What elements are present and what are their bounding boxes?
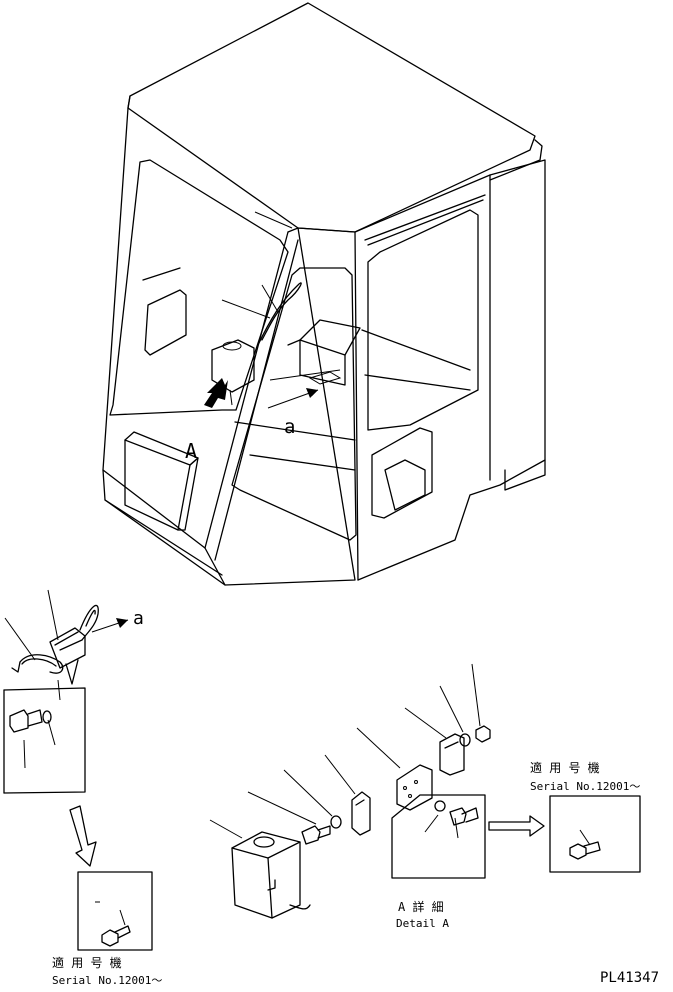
hose-clamp-detail	[4, 589, 99, 701]
arrow-a-main-icon	[267, 388, 319, 409]
arrow-a-detail-icon	[91, 618, 129, 633]
view-arrow-a-icon	[204, 378, 228, 408]
plate-number: PL41347	[600, 970, 659, 986]
arrow-a-main-label: a	[284, 416, 295, 438]
left-detail-box	[3, 687, 86, 794]
detail-a-box	[391, 794, 486, 879]
hollow-arrow-right-icon	[488, 815, 545, 837]
detail-a-bolt	[434, 800, 479, 826]
arrow-a-detail-label: a	[133, 608, 144, 629]
tank-bolt	[247, 791, 331, 845]
serial-left-jp: 適 用 号 機	[52, 955, 122, 970]
serial-right-jp: 適 用 号 機	[530, 760, 600, 775]
left-serial-box	[77, 871, 153, 951]
tank-washer	[283, 769, 342, 829]
bolt-washer-left	[9, 709, 52, 733]
tank-bracket	[324, 754, 371, 836]
washer-tank-in-cab	[211, 339, 255, 406]
washer-tank	[209, 819, 311, 919]
mounting-plate	[356, 727, 433, 811]
nut-washer	[439, 663, 491, 747]
view-a-label: A	[185, 439, 197, 463]
upper-bracket	[404, 707, 465, 776]
cab-leader-lines	[221, 211, 341, 381]
detail-a-caption-jp: A 詳 細	[398, 899, 444, 914]
right-serial-box	[549, 795, 641, 873]
hose-in-cab	[257, 282, 302, 346]
detail-a-caption-en: Detail A	[396, 917, 449, 930]
hollow-arrow-down-icon	[69, 805, 97, 867]
operator-cab	[102, 2, 546, 586]
serial-left-en: Serial No.12001～	[52, 974, 162, 987]
serial-right-en: Serial No.12001～	[530, 780, 640, 793]
